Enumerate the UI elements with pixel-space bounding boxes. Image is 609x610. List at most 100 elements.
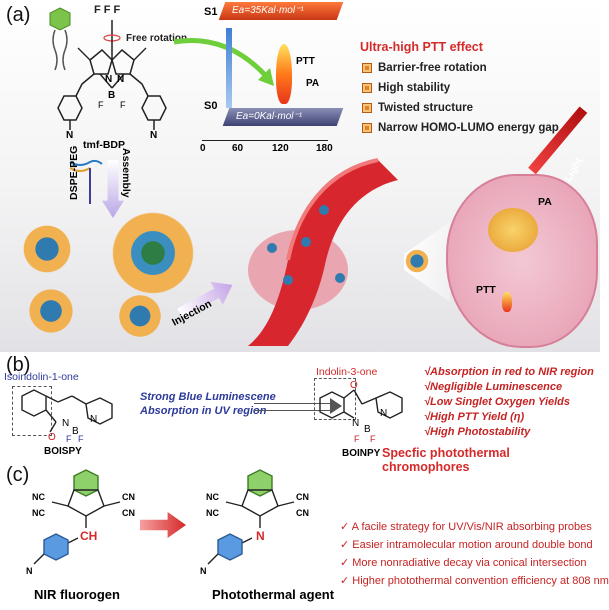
indolinone-label: Indolin-3-one [316, 366, 378, 378]
svg-text:N: N [105, 74, 112, 85]
excitation-arrow [226, 28, 232, 108]
check-item: √Low Singlet Oxygen Yields [424, 396, 571, 408]
nucleus [488, 208, 538, 252]
svg-text:B: B [72, 426, 79, 437]
svg-text:F: F [78, 434, 84, 444]
boispy-name: BOISPY [44, 446, 82, 457]
svg-text:CN: CN [122, 508, 135, 518]
molecule-name: tmf-BDP [83, 139, 125, 151]
check-item: √Absorption in red to NIR region [424, 366, 594, 378]
axis-tick-60: 60 [232, 143, 244, 154]
ea-bottom-label: Ea=0Kal·mol⁻¹ [236, 111, 303, 122]
svg-text:F: F [98, 100, 104, 110]
svg-text:N: N [150, 130, 157, 141]
svg-text:O: O [350, 380, 358, 391]
isoindolinone-label: Isoindolin-1-one [4, 371, 79, 383]
nanoparticle [404, 248, 430, 274]
ptt-cell-label: PTT [476, 284, 496, 296]
axis-tick-0: 0 [200, 143, 206, 154]
svg-text:NC: NC [32, 492, 45, 502]
check-item: ✓ More nonradiative decay via conical in… [340, 557, 587, 569]
svg-text:B: B [108, 90, 115, 101]
svg-text:F: F [66, 434, 72, 444]
nanoparticle [108, 208, 198, 298]
axis-tick-120: 120 [272, 143, 289, 154]
green-arrow [173, 38, 274, 86]
isoindolinone-box [12, 386, 52, 436]
panel-a-label: (a) [6, 4, 31, 26]
nir-fluorogen-structure: NC NC CN CN CH N [26, 469, 135, 576]
photothermal-agent-name: Photothermal agent [212, 587, 335, 602]
boinpy-checks: √Absorption in red to NIR region √Neglig… [424, 366, 594, 441]
svg-text:N: N [62, 418, 69, 429]
nanoparticle [116, 292, 164, 340]
s0-label: S0 [204, 100, 218, 112]
fire-icon [502, 292, 512, 312]
energy-axis [202, 140, 328, 141]
svg-text:N: N [66, 130, 73, 141]
svg-text:N: N [90, 414, 97, 425]
check-item: √High PTT Yield (η) [424, 411, 525, 423]
check-item: ✓ Higher photothermal convention efficie… [340, 575, 609, 587]
effect-item: Twisted structure [362, 98, 559, 118]
lipid-name: DSPE-PEG [68, 145, 80, 200]
indolinone-box [314, 378, 356, 420]
cf3-label: F F F [94, 4, 121, 16]
blood-vessel [248, 158, 398, 346]
svg-text:CH: CH [80, 529, 97, 543]
svg-text:CN: CN [296, 492, 309, 502]
boinpy-name: BOINPY [342, 448, 381, 459]
boinpy-structure: O N N B F F [319, 380, 403, 444]
effect-item: Narrow HOMO-LUMO energy gap [362, 118, 559, 138]
svg-text:B: B [364, 424, 371, 435]
effect-item: High stability [362, 78, 559, 98]
tmf-bdp-structure: N N N N B F F [49, 7, 167, 141]
nir-fluorogen-name: NIR fluorogen [34, 587, 120, 602]
ptt-label: PTT [296, 56, 315, 67]
nanoparticle [26, 286, 76, 336]
svg-text:NC: NC [206, 492, 219, 502]
boispy-prop: Strong Blue Luminescene [140, 391, 276, 403]
svg-text:O: O [48, 432, 56, 443]
svg-text:N: N [26, 566, 33, 576]
photothermal-agent-structure: NC NC CN CN N N [200, 469, 309, 576]
svg-text:NC: NC [206, 508, 219, 518]
free-rotation-label: Free rotation [126, 33, 188, 44]
check-item: √High Photostability [424, 426, 531, 438]
ea-top-label: Ea=35Kal·mol⁻¹ [232, 5, 304, 16]
boispy-structure: O N B N F F [21, 389, 113, 444]
pa-label: PA [306, 78, 320, 89]
flame-icon [276, 44, 292, 104]
transform-arrow [254, 403, 332, 411]
check-item: ✓ A facile strategy for UV/Vis/NIR absor… [340, 521, 592, 533]
svg-text:NC: NC [32, 508, 45, 518]
svg-text:F: F [120, 100, 126, 110]
nanoparticle [20, 222, 74, 276]
panel-b-label: (b) [6, 354, 31, 376]
transform-arrow-head [330, 398, 342, 414]
panel-c-checks: ✓ A facile strategy for UV/Vis/NIR absor… [340, 520, 609, 592]
svg-text:N: N [380, 408, 387, 419]
svg-text:N: N [352, 418, 359, 429]
svg-text:CN: CN [122, 492, 135, 502]
svg-text:CN: CN [296, 508, 309, 518]
s1-label: S1 [204, 6, 218, 18]
assembly-label: Assembly [120, 148, 132, 198]
effects-list: Barrier-free rotation High stability Twi… [362, 58, 559, 138]
svg-text:F: F [354, 434, 360, 444]
effect-item: Barrier-free rotation [362, 58, 559, 78]
check-item: √Negligible Luminescence [424, 381, 563, 393]
panel-c-label: (c) [6, 464, 30, 486]
boispy-prop: Absorption in UV region [140, 405, 267, 417]
axis-tick-180: 180 [316, 143, 333, 154]
pa-cell-label: PA [538, 196, 552, 208]
svg-text:N: N [200, 566, 207, 576]
svg-text:F: F [370, 434, 376, 444]
check-item: ✓ Easier intramolecular motion around do… [340, 539, 593, 551]
chromophores-summary: Specfic photothermal chromophores [382, 446, 510, 474]
tumor-cell [446, 174, 598, 348]
assembly-arrow [102, 160, 124, 218]
svg-text:N: N [256, 529, 265, 543]
lipid-icon [69, 159, 103, 204]
svg-text:N: N [117, 74, 124, 85]
